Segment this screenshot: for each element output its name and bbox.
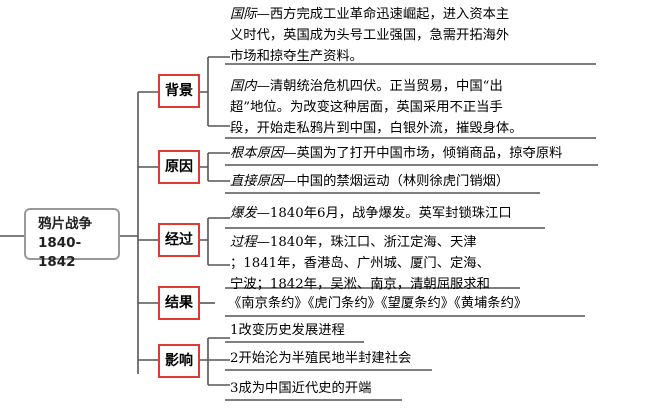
root-years: 1840-1842 (38, 235, 82, 270)
branch-label: 结果 (165, 295, 193, 311)
leaf-text: —1840年6月，战争爆发。英军封锁珠江口 (256, 206, 512, 221)
branch-label: 背景 (165, 83, 193, 99)
leaf-lead: 国际 (230, 7, 257, 22)
leaf-text: —中国的禁烟运动（林则徐虎门销烟） (283, 174, 510, 189)
leaf-influence-3: 3成为中国近代史的开端 (230, 381, 372, 396)
branch-cause[interactable]: 原因 (158, 150, 200, 184)
leaf-cause-direct: 直接原因—中国的禁烟运动（林则徐虎门销烟） (230, 171, 509, 192)
leaf-text: ；1841年，香港岛、广州城、厦门、定海、 (230, 256, 490, 271)
leaf-course-outbreak: 爆发—1840年6月，战争爆发。英军封锁珠江口 (230, 203, 512, 224)
leaf-result-treaties: 《南京条约》《虎门条约》《望厦条约》《黄埔条约》 (228, 296, 528, 311)
leaf-lead: 过程 (230, 235, 257, 250)
branch-result[interactable]: 结果 (158, 286, 200, 320)
leaf-text: 宁波；1842年，吴淞、南京，清朝屈服求和 (230, 277, 490, 292)
leaf-lead: 爆发 (230, 206, 257, 221)
leaf-text: 段，开始走私鸦片到中国，白银外流，摧毁身体。 (230, 121, 523, 136)
leaf-lead: 直接原因 (230, 174, 284, 189)
leaf-text: 超”地位。为改变这种居面，英国采用不正当手 (230, 100, 503, 115)
leaf-background-international: 国际—西方完成工业革命迅速崛起，进入资本主 义时代，英国成为头号工业强国，急需开… (230, 4, 509, 67)
root-node: 鸦片战争 1840-1842 (24, 208, 120, 270)
leaf-lead: 国内 (230, 79, 257, 94)
leaf-cause-root: 根本原因—英国为了打开中国市场，倾销商品，掠夺原料 (230, 143, 562, 164)
leaf-lead: 根本原因 (230, 146, 284, 161)
leaf-text: 市场和掠夺生产资料。 (230, 49, 363, 64)
branch-influence[interactable]: 影响 (158, 344, 200, 378)
branch-label: 原因 (165, 159, 193, 175)
root-title: 鸦片战争 (38, 216, 92, 232)
branch-label: 影响 (165, 353, 193, 369)
branch-course[interactable]: 经过 (158, 223, 200, 257)
leaf-text: —西方完成工业革命迅速崛起，进入资本主 (256, 7, 510, 22)
leaf-text: 义时代，英国成为头号工业强国，急需开拓海外 (230, 28, 510, 43)
leaf-course-process: 过程—1840年，珠江口、浙江定海、天津 ；1841年，香港岛、广州城、厦门、定… (230, 232, 490, 295)
leaf-text: —清朝统治危机四伏。正当贸易，中国“出 (256, 79, 503, 94)
leaf-influence-2: 2开始沦为半殖民地半封建社会 (230, 351, 412, 366)
branch-label: 经过 (165, 232, 193, 248)
leaf-influence-1: 1改变历史发展进程 (230, 323, 345, 338)
leaf-background-domestic: 国内—清朝统治危机四伏。正当贸易，中国“出 超”地位。为改变这种居面，英国采用不… (230, 76, 523, 139)
leaf-text: —1840年，珠江口、浙江定海、天津 (256, 235, 477, 250)
branch-background[interactable]: 背景 (158, 74, 200, 108)
leaf-text: —英国为了打开中国市场，倾销商品，掠夺原料 (283, 146, 563, 161)
